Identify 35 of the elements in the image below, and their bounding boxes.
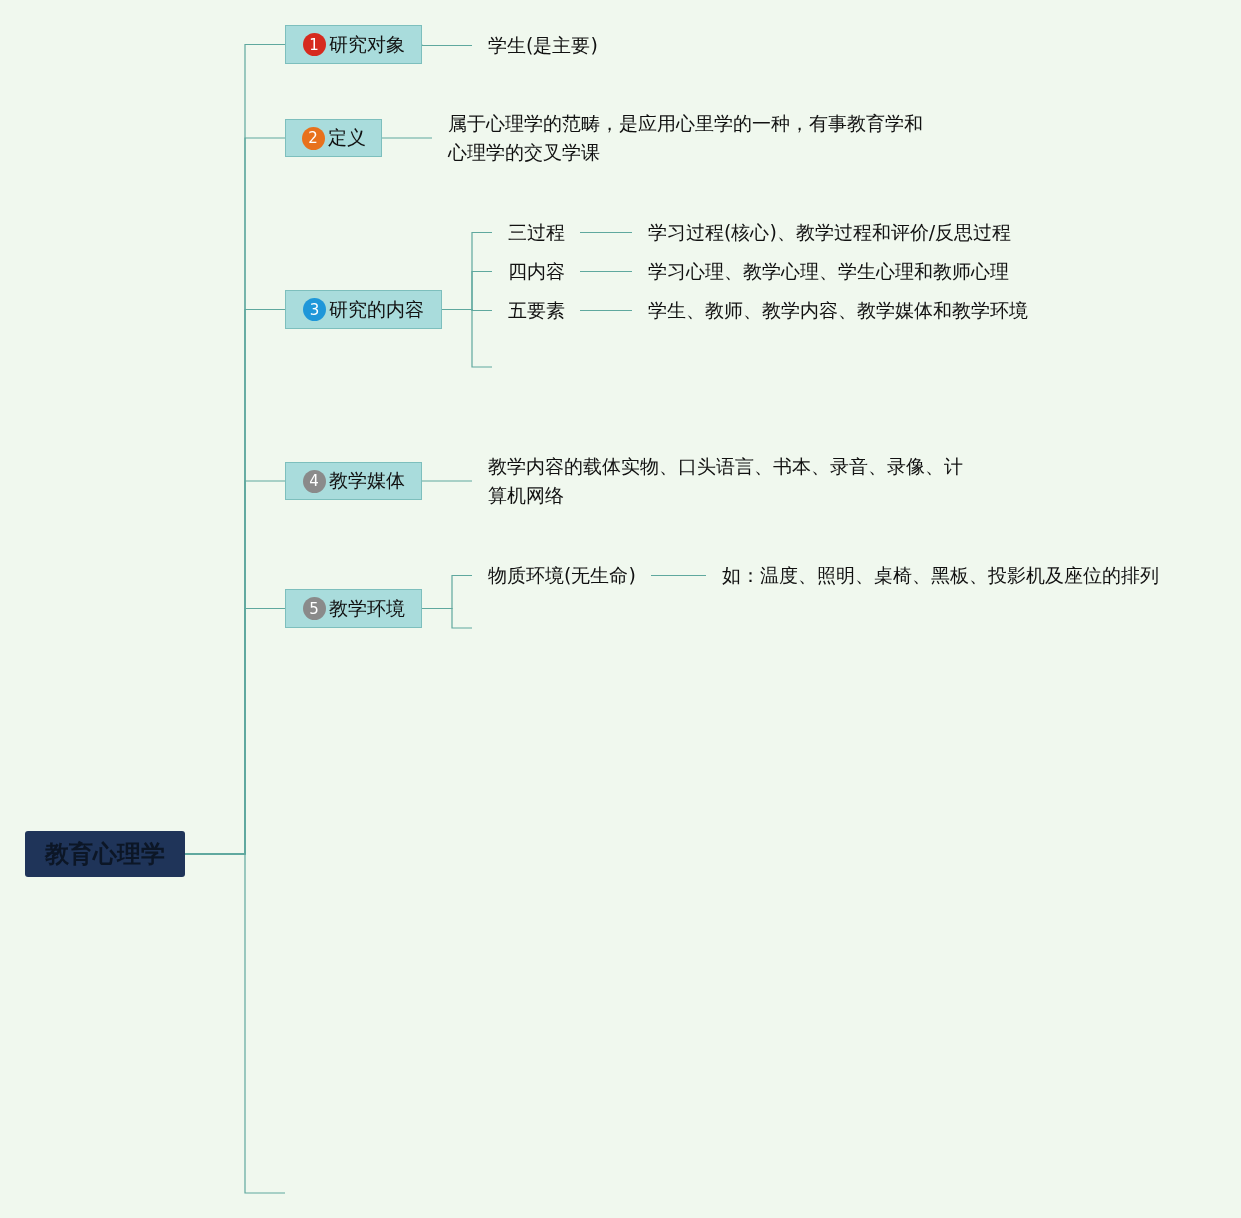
topic-text: 物质环境(无生命) [472, 561, 651, 590]
topic-text: 学生、教师、教学内容、教学媒体和教学环境 [632, 296, 1043, 325]
number-badge: 2 [301, 126, 325, 150]
topic-label: 教学环境 [328, 595, 405, 621]
topic-box [285, 25, 422, 64]
topic-text: 四内容 [492, 257, 580, 286]
topic-text: 学生(是主要) [472, 31, 613, 60]
topic-text: 学习心理、教学心理、学生心理和教师心理 [632, 257, 1024, 286]
topic-text: 五要素 [492, 296, 580, 325]
branch-line [579, 309, 633, 312]
topic-label: 定义 [327, 125, 366, 150]
topic-text: 如：温度、照明、桌椅、黑板、投影机及座位的排列 [706, 561, 1174, 590]
topic-box [285, 290, 442, 329]
topic-label: 教学媒体 [328, 468, 405, 493]
topic-label: 研究的内容 [329, 296, 424, 322]
topic-label: 研究对象 [328, 31, 405, 57]
number-badge: 1 [302, 33, 326, 56]
topic-box [285, 589, 422, 628]
branch-line [441, 308, 493, 368]
branch-line [421, 480, 473, 482]
topic-box [285, 119, 382, 157]
branch-line [579, 231, 633, 234]
branch-line [421, 43, 473, 47]
number-badge: 5 [302, 597, 326, 620]
topic-box [285, 462, 422, 500]
number-badge: 3 [303, 298, 326, 321]
branch-line [579, 270, 633, 273]
branch-line [650, 574, 707, 577]
topic-text: 学习过程(核心)、教学过程和评价/反思过程 [632, 218, 1027, 247]
branch-line [421, 607, 473, 629]
number-badge: 4 [302, 469, 326, 493]
topic-text: 三过程 [492, 218, 580, 247]
topic-text: 教学内容的载体实物、口头语言、书本、录音、录像、计算机网络 [472, 452, 984, 510]
topic-text: 属于心理学的范畴，是应用心里学的一种，有事教育学和心理学的交叉学课 [432, 109, 944, 167]
branch-line [381, 137, 433, 139]
